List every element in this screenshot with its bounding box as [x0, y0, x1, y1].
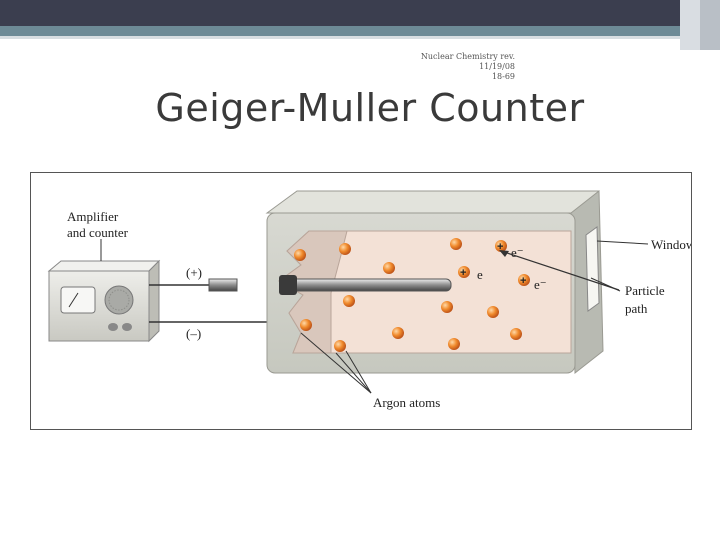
geiger-counter-diagram: Amplifier and counter (+) (–)	[30, 172, 692, 430]
argon-atom	[510, 328, 522, 340]
argon-atom	[450, 238, 462, 250]
connector-plug	[209, 279, 237, 291]
electron-label: e⁻	[534, 277, 547, 292]
anode-wire	[281, 279, 451, 291]
argon-atom	[383, 262, 395, 274]
negative-terminal-label: (–)	[186, 326, 201, 341]
particle-label-1: Particle	[625, 283, 665, 298]
argon-atom	[339, 243, 351, 255]
divider-line	[0, 36, 720, 39]
note-line-3: 18-69	[405, 72, 515, 82]
argon-atom	[300, 319, 312, 331]
slide-note: Nuclear Chemistry rev. 11/19/08 18-69	[405, 52, 515, 82]
window-label: Window	[651, 237, 691, 252]
argon-atom	[392, 327, 404, 339]
amplifier-label-2: and counter	[67, 225, 129, 240]
particle-label-2: path	[625, 301, 648, 316]
note-line-1: Nuclear Chemistry rev.	[405, 52, 515, 62]
argon-atom	[487, 306, 499, 318]
note-line-2: 11/19/08	[405, 62, 515, 72]
ion-sign: +	[460, 267, 466, 279]
positive-terminal-label: (+)	[186, 265, 202, 280]
window-pointer	[597, 241, 648, 244]
argon-atom	[441, 301, 453, 313]
argon-label: Argon atoms	[373, 395, 440, 410]
title-bar-band	[0, 0, 720, 26]
amplifier-label-1: Amplifier	[67, 209, 119, 224]
corner-decoration-dark	[700, 0, 720, 50]
argon-atom	[334, 340, 346, 352]
slide-title: Geiger-Muller Counter	[0, 86, 720, 130]
argon-atom	[294, 249, 306, 261]
accent-stripe	[0, 26, 720, 36]
anode-mount	[279, 275, 297, 295]
argon-atom	[343, 295, 355, 307]
ion-sign: +	[520, 275, 526, 287]
amplifier-box	[49, 261, 159, 341]
electron-label-plain: e	[477, 267, 483, 282]
argon-atom	[448, 338, 460, 350]
